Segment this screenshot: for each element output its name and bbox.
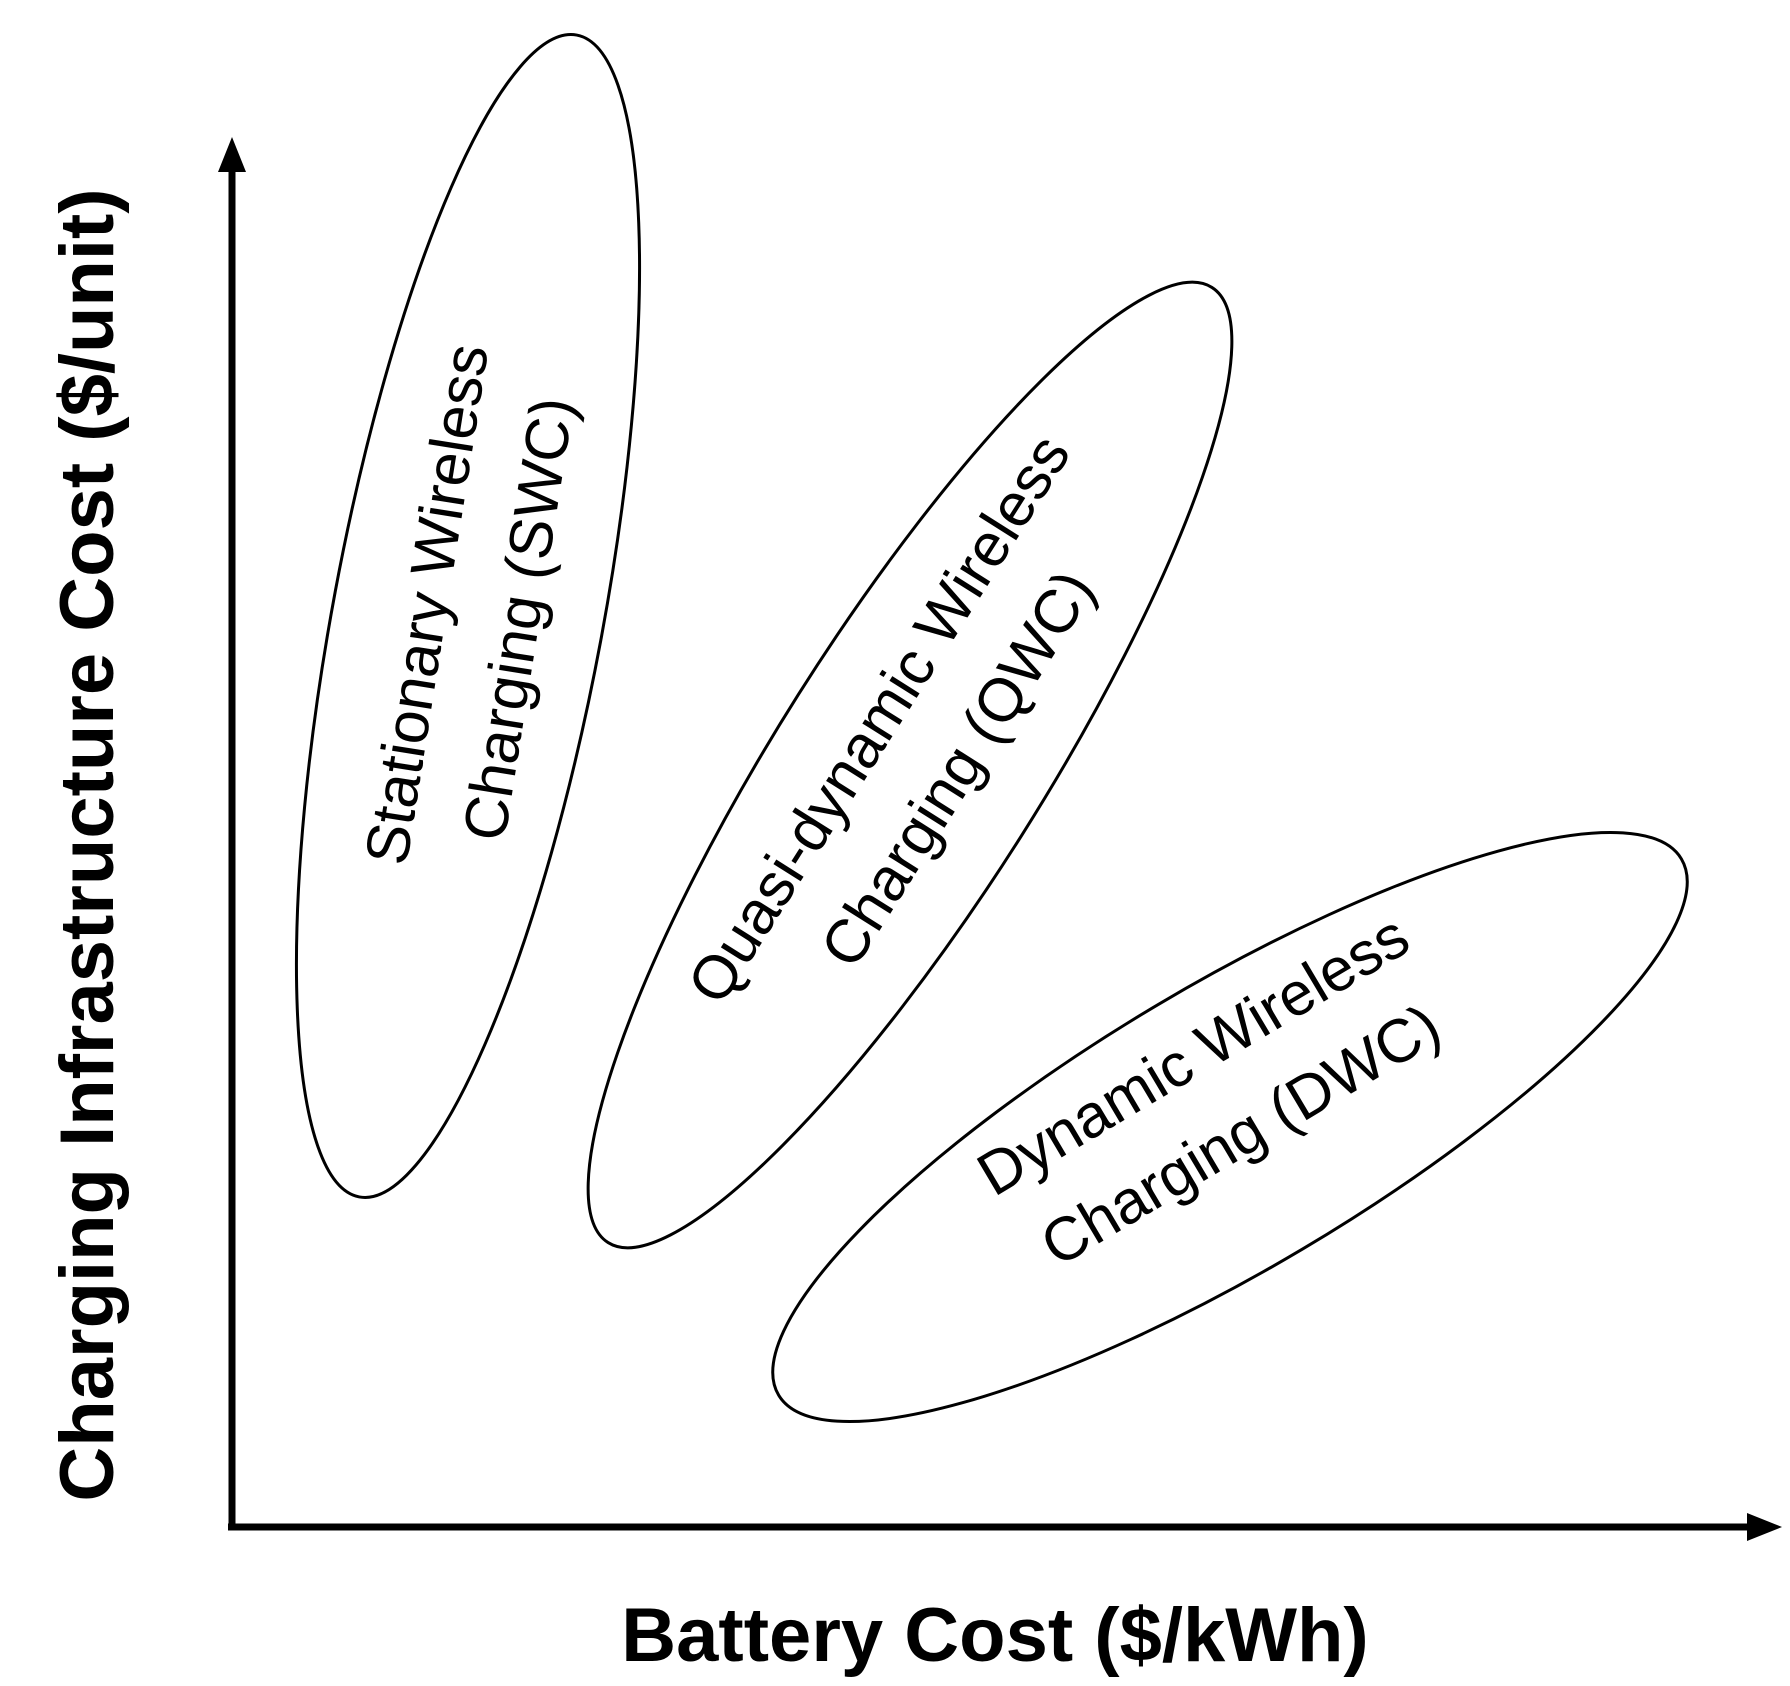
x-axis-arrow-icon xyxy=(1747,1513,1782,1541)
region-swc: Stationary Wireless Charging (SWC) xyxy=(294,33,642,1199)
y-axis-label: Charging Infrastructure Cost ($/unit) xyxy=(45,188,130,1501)
dwc-ellipse xyxy=(771,830,1689,1424)
x-axis-label: Battery Cost ($/kWh) xyxy=(621,1593,1368,1678)
swc-ellipse xyxy=(294,33,642,1199)
qwc-ellipse xyxy=(586,280,1234,1250)
y-axis-arrow-icon xyxy=(218,137,246,172)
